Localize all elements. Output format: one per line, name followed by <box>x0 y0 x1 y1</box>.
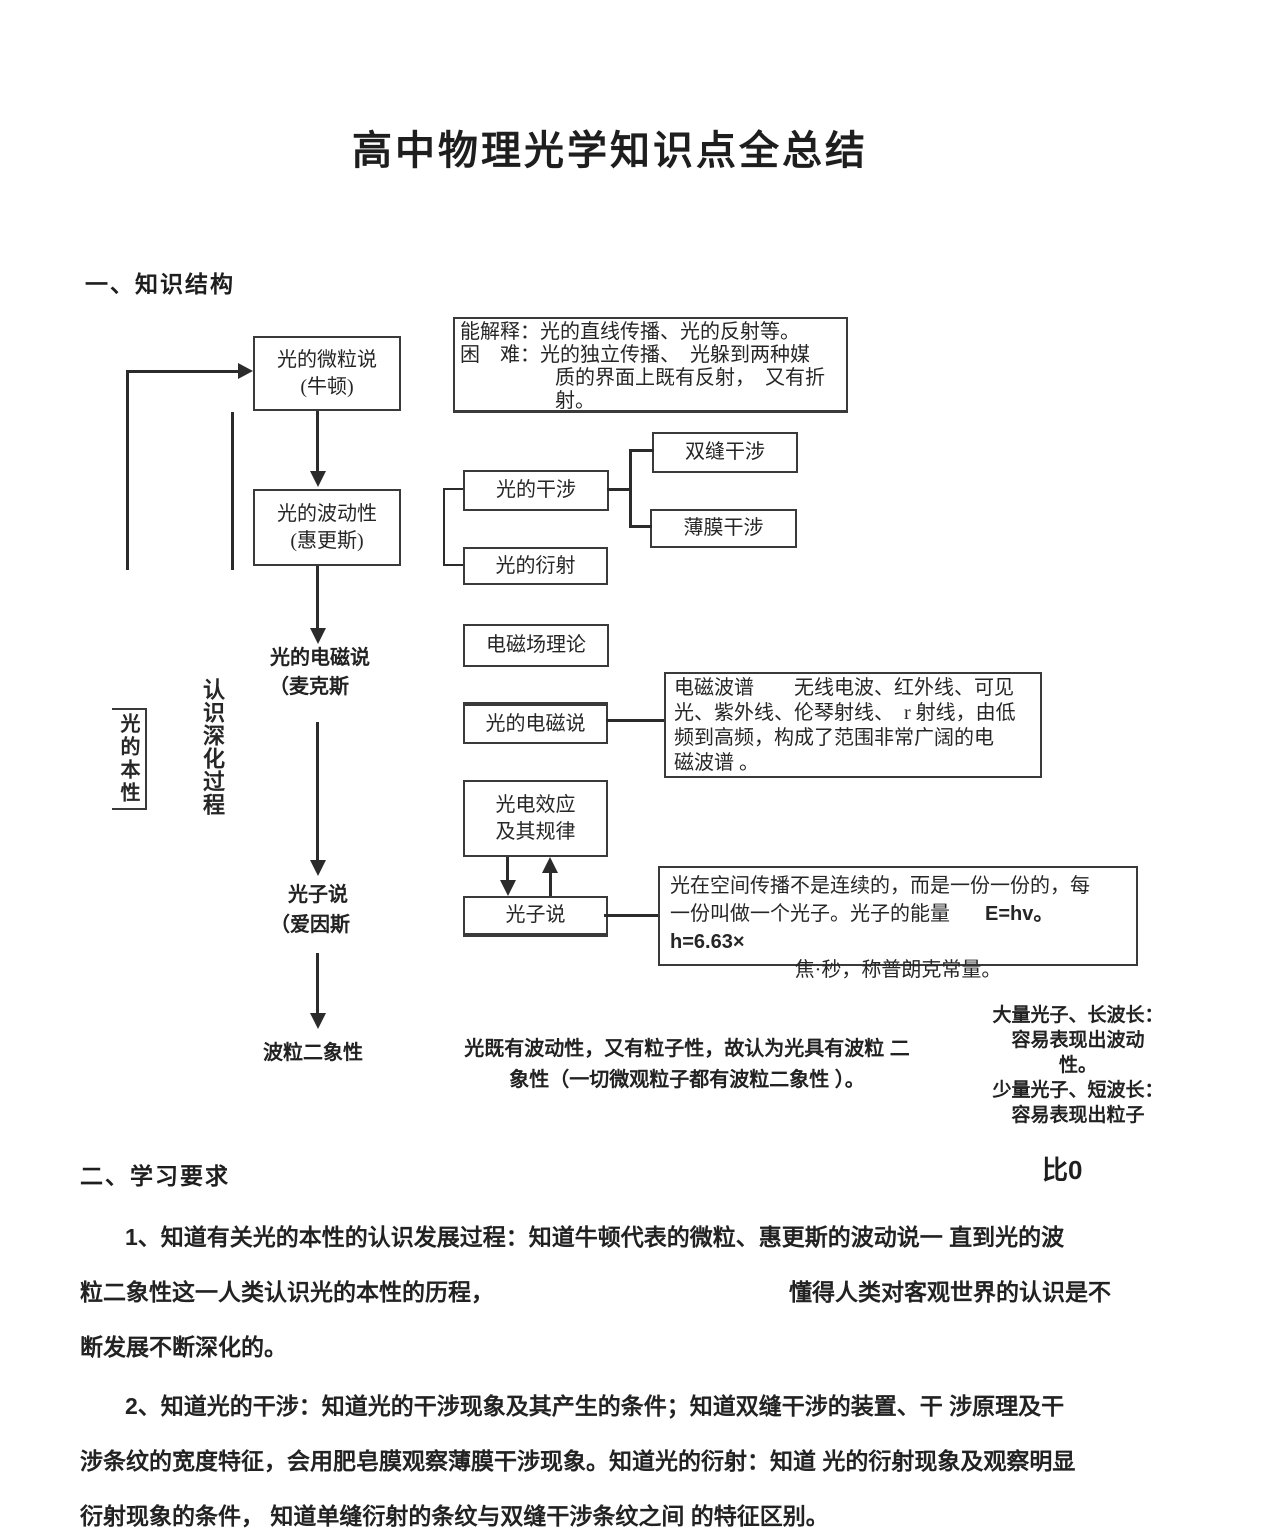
vertical-label-light-nature: 光的本性 <box>112 708 147 810</box>
paragraph-1-line-3: 断发展不断深化的。 <box>80 1334 287 1360</box>
stray-text: 比0 <box>1042 1155 1083 1185</box>
flow-box-em-light: 光的电磁说 <box>463 702 608 744</box>
flow-box-line: 电磁场理论 <box>486 634 586 656</box>
label-photon-theory: 光子说 （爱因斯 <box>258 880 378 940</box>
line-pe-up <box>549 871 552 896</box>
arrow-particle-wave-icon <box>310 471 326 487</box>
note-text: 一份叫做一个光子。光子的能量 <box>670 903 950 925</box>
line-photon-note <box>604 914 658 917</box>
note-line: 困 难：光的独立传播、 光躲到两种媒 <box>460 344 810 366</box>
paragraph-2-line-1: 2、知道光的干涉：知道光的干涉现象及其产生的条件；知道双缝干涉的装置、干 涉原理… <box>125 1393 1065 1419</box>
note-line: 容易表现出波动 <box>1011 1030 1145 1051</box>
arrow-pe-up-icon <box>542 857 558 873</box>
section-heading-2: 二、学习要求 <box>80 1163 230 1189</box>
paragraph-2-line-3: 衍射现象的条件， 知道单缝衍射的条纹与双缝干涉条纹之间 的特征区别。 <box>80 1503 829 1529</box>
flow-box-line: 光电效应 <box>495 793 576 816</box>
paragraph-1-line-2: 粒二象性这一人类认识光的本性的历程， 懂得人类对客观世界的认识是不 <box>80 1273 1111 1307</box>
flow-box-line: 光的波动性 <box>277 502 377 525</box>
flow-box-photoelectric: 光电效应 及其规律 <box>463 780 608 857</box>
bracket-left-vertical <box>443 488 445 566</box>
arrow-pe-down-icon <box>500 880 516 896</box>
note-line: 大量光子、长波长： <box>992 1005 1164 1026</box>
line-em-spectrum <box>606 719 664 722</box>
section-heading-1: 一、知识结构 <box>85 271 235 297</box>
note-line: 电磁波谱 无线电波、红外线、可见 <box>674 677 1014 699</box>
note-line: 能解释：光的直线传播、光的反射等。 <box>460 321 800 343</box>
note-line: 频到高频，构成了范围非常广阔的电 <box>674 727 994 749</box>
note-line: 象性（一切微观粒子都有波粒二象性 ）。 <box>509 1069 865 1091</box>
note-line: 容易表现出粒子 <box>1011 1105 1145 1126</box>
scan-line-left <box>126 370 129 570</box>
line-entry <box>128 370 240 373</box>
flow-box-line: 光的衍射 <box>495 554 576 577</box>
main-title: 高中物理光学知识点全总结 <box>352 129 868 173</box>
arrow-em-photon-icon <box>310 860 326 876</box>
flow-box-photon: 光子说 <box>463 896 608 937</box>
label-line: 光子说 <box>288 884 348 906</box>
knowledge-structure-diagram: 光的微粒说 (牛顿) 能解释：光的直线传播、光的反射等。 困 难：光的独立传播、… <box>0 300 1280 1140</box>
note-line: 射。 <box>555 390 595 412</box>
flow-box-diffraction: 光的衍射 <box>463 547 608 585</box>
flow-box-line: (惠更斯) <box>290 529 364 552</box>
flow-box-line: 光子说 <box>505 904 566 926</box>
photon-energy-formula: E=hv。h=6.63× <box>670 903 1054 953</box>
note-duality-desc: 光既有波动性，又有粒子性，故认为光具有波粒 二 象性（一切微观粒子都有波粒二象性… <box>448 1034 926 1096</box>
flow-box-wave-theory: 光的波动性 (惠更斯) <box>253 489 401 566</box>
label-line: （爱因斯 <box>270 914 350 936</box>
flow-box-line: 光的微粒说 <box>277 348 377 371</box>
flow-box-interference: 光的干涉 <box>463 470 609 511</box>
label-duality: 波粒二象性 <box>263 1042 363 1064</box>
bracket-left-stub-bottom <box>443 564 463 566</box>
flow-box-line: 薄膜干涉 <box>683 517 764 539</box>
flow-box-line: 光的电磁说 <box>485 712 586 735</box>
paragraph-text: 粒二象性这一人类认识光的本性的历程， <box>80 1279 494 1305</box>
line-particle-wave <box>316 411 319 471</box>
flow-box-double-slit: 双缝干涉 <box>652 432 798 473</box>
arrow-wave-em-icon <box>310 628 326 644</box>
note-line: 质的界面上既有反射， 又有折 <box>555 367 825 389</box>
note-line: 磁波谱 。 <box>674 752 759 774</box>
paragraph-1-line-1: 1、知道有关光的本性的认识发展过程：知道牛顿代表的微粒、惠更斯的波动说一 直到光… <box>125 1224 1065 1250</box>
note-line: 光在空间传播不是连续的，而是一份一份的，每 <box>670 875 1090 897</box>
bracket-left-stub-top <box>443 488 463 490</box>
note-photon-scale: 大量光子、长波长： 容易表现出波动 性。 少量光子、短波长： 容易表现出粒子 <box>983 1003 1173 1128</box>
note-line: 光既有波动性，又有粒子性，故认为光具有波粒 二 <box>464 1038 910 1060</box>
note-line: 性。 <box>1058 1055 1097 1076</box>
paragraph-text: 懂得人类对客观世界的认识是不 <box>789 1279 1111 1305</box>
label-line: （麦克斯 <box>269 676 349 698</box>
label-em-theory: 光的电磁说 （麦克斯 <box>255 644 385 702</box>
paragraph-2-line-2: 涉条纹的宽度特征，会用肥皂膜观察薄膜干涉现象。知道光的衍射：知道 光的衍射现象及… <box>80 1448 1076 1474</box>
vertical-label-process: 认识深化过程 <box>200 678 225 816</box>
scan-line-mid <box>231 412 234 570</box>
arrow-photon-duality-icon <box>310 1013 326 1029</box>
flow-box-line: 及其规律 <box>495 820 576 843</box>
arrow-entry-icon <box>238 363 253 379</box>
note-line: 光、紫外线、伦琴射线、 r 射线，由低 <box>674 702 1016 724</box>
line-em-photon <box>316 722 319 860</box>
line-wave-em <box>316 566 319 628</box>
line-pe-down <box>506 857 509 880</box>
branch-stub-top <box>629 449 654 452</box>
note-line: 焦·秒，称普朗克常量。 <box>794 959 1002 981</box>
note-line: 少量光子、短波长： <box>992 1080 1164 1101</box>
branch-vertical <box>629 449 632 528</box>
flow-box-line: 双缝干涉 <box>685 441 765 463</box>
branch-horizontal <box>607 488 632 491</box>
flow-box-thin-film: 薄膜干涉 <box>650 509 797 548</box>
line-photon-duality <box>316 953 319 1013</box>
flow-box-line: (牛顿) <box>300 375 354 398</box>
flow-box-line: 光的干涉 <box>496 479 576 501</box>
label-line: 光的电磁说 <box>270 647 370 669</box>
flow-box-em-field: 电磁场理论 <box>463 624 609 667</box>
flow-box-particle-theory: 光的微粒说 (牛顿) <box>253 336 401 411</box>
note-box-particle-explain: 能解释：光的直线传播、光的反射等。 困 难：光的独立传播、 光躲到两种媒 质的界… <box>453 317 848 413</box>
branch-stub-bottom <box>629 525 652 528</box>
note-box-spectrum: 电磁波谱 无线电波、红外线、可见 光、紫外线、伦琴射线、 r 射线，由低 频到高… <box>664 672 1042 778</box>
